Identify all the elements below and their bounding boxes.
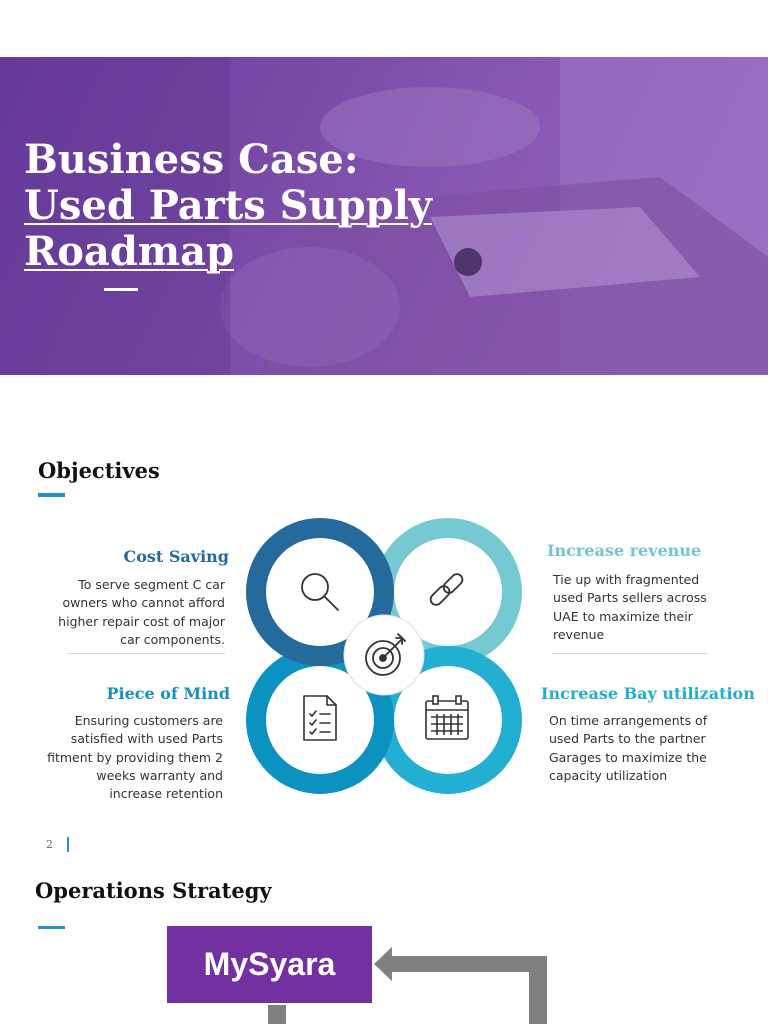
hero-banner: Business Case: Used Parts Supply Roadmap	[0, 57, 768, 375]
checklist-document-icon	[303, 695, 337, 741]
arrow-shaft-vertical	[529, 956, 547, 1024]
divider-right	[552, 653, 707, 654]
page-number: 2	[46, 838, 53, 851]
hero-background-photo	[0, 57, 768, 375]
arrow-shaft-horizontal	[390, 956, 547, 972]
page-number-bar	[67, 837, 69, 852]
hero-title-line1: Business Case:	[24, 136, 359, 183]
hero-dash	[104, 288, 138, 291]
hero-title-line2: Used Parts Supply	[24, 182, 433, 229]
objective-text-increase-revenue: Tie up with fragmented used Parts seller…	[553, 572, 707, 642]
mysyara-box: MySyara	[167, 926, 372, 1003]
hero-title-line3: Roadmap	[24, 228, 235, 275]
operations-accent-bar	[38, 926, 65, 929]
calendar-icon	[425, 695, 469, 740]
connector-down	[268, 1005, 286, 1024]
mysyara-label: MySyara	[203, 946, 336, 982]
objective-title-increase-revenue: Increase revenue	[547, 541, 702, 560]
hero-title: Business Case: Used Parts Supply Roadmap	[24, 137, 432, 275]
objectives-heading: Objectives	[38, 458, 160, 483]
target-icon	[365, 633, 406, 676]
divider-left	[68, 653, 225, 654]
objective-title-cost-saving: Cost Saving	[123, 547, 230, 566]
arrow-head	[374, 947, 392, 981]
objectives-accent-bar	[38, 493, 65, 497]
link-icon	[429, 573, 464, 606]
objective-text-cost-saving: To serve segment C car owners who cannot…	[58, 577, 225, 647]
objective-text-piece-of-mind: Ensuring customers are satisfied with us…	[47, 713, 223, 802]
objectives-ring-diagram	[246, 518, 522, 794]
objective-text-increase-bay-utilization: On time arrangements of used Parts to th…	[549, 713, 708, 783]
search-icon	[301, 573, 339, 611]
operations-heading: Operations Strategy	[35, 878, 272, 903]
objective-title-piece-of-mind: Piece of Mind	[106, 684, 230, 703]
objective-title-increase-bay-utilization: Increase Bay utilization	[541, 684, 755, 703]
ring-top-left	[246, 518, 394, 666]
